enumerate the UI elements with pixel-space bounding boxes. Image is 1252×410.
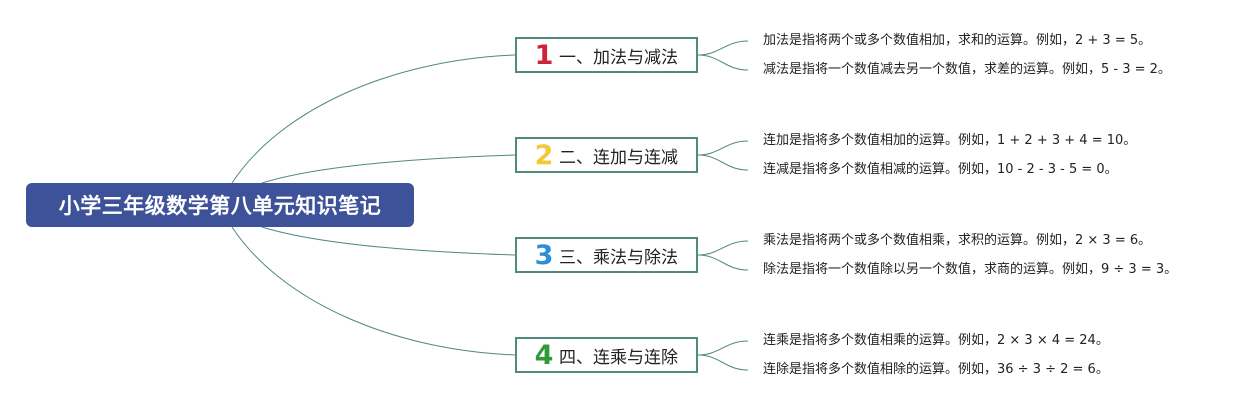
connector-root-branch-4 [231, 226, 516, 356]
number-badge-4: 4 [534, 339, 554, 371]
note-2-2[interactable]: 连减是指将多个数值相减的运算。例如，10 - 2 - 3 - 5 = 0。 [763, 162, 1118, 177]
number-badge-1: 1 [534, 39, 554, 71]
connector-root-branch-3 [261, 226, 516, 256]
connector-root-branch-2 [261, 154, 516, 184]
connector-branch-3-note-1 [697, 240, 749, 256]
connector-root-branch-1 [231, 54, 516, 184]
number-badge-3: 3 [534, 239, 554, 271]
root-topic[interactable]: 小学三年级数学第八单元知识笔记 [26, 183, 414, 227]
branch-label-2: 二、连加与连减 [559, 147, 678, 168]
branch-label-4: 四、连乘与连除 [559, 347, 678, 368]
root-title: 小学三年级数学第八单元知识笔记 [58, 194, 382, 218]
branch-label-1: 一、加法与减法 [559, 47, 678, 68]
branch-topic-3[interactable]: 3 三、乘法与除法 [515, 237, 698, 273]
number-badge-2: 2 [534, 139, 554, 171]
note-3-2[interactable]: 除法是指将一个数值除以另一个数值，求商的运算。例如，9 ÷ 3 = 3。 [763, 262, 1178, 277]
connector-branch-1-note-1 [697, 40, 749, 56]
note-1-2[interactable]: 减法是指将一个数值减去另一个数值，求差的运算。例如，5 - 3 = 2。 [763, 62, 1171, 77]
branch-label-3: 三、乘法与除法 [559, 247, 678, 268]
note-3-1[interactable]: 乘法是指将两个或多个数值相乘，求积的运算。例如，2 × 3 = 6。 [763, 233, 1152, 248]
connector-branch-2-note-1 [697, 140, 749, 156]
connector-branch-3-note-2 [697, 254, 749, 271]
note-2-1[interactable]: 连加是指将多个数值相加的运算。例如，1 + 2 + 3 + 4 = 10。 [763, 133, 1137, 148]
branch-topic-1[interactable]: 1 一、加法与减法 [515, 37, 698, 73]
connector-branch-1-note-2 [697, 54, 749, 71]
note-1-1[interactable]: 加法是指将两个或多个数值相加，求和的运算。例如，2 + 3 = 5。 [763, 33, 1152, 48]
connector-branch-4-note-2 [697, 354, 749, 371]
connector-branch-4-note-1 [697, 340, 749, 356]
branch-topic-2[interactable]: 2 二、连加与连减 [515, 137, 698, 173]
note-4-1[interactable]: 连乘是指将多个数值相乘的运算。例如，2 × 3 × 4 = 24。 [763, 333, 1109, 348]
note-4-2[interactable]: 连除是指将多个数值相除的运算。例如，36 ÷ 3 ÷ 2 = 6。 [763, 362, 1109, 377]
branch-topic-4[interactable]: 4 四、连乘与连除 [515, 337, 698, 373]
connector-branch-2-note-2 [697, 154, 749, 171]
